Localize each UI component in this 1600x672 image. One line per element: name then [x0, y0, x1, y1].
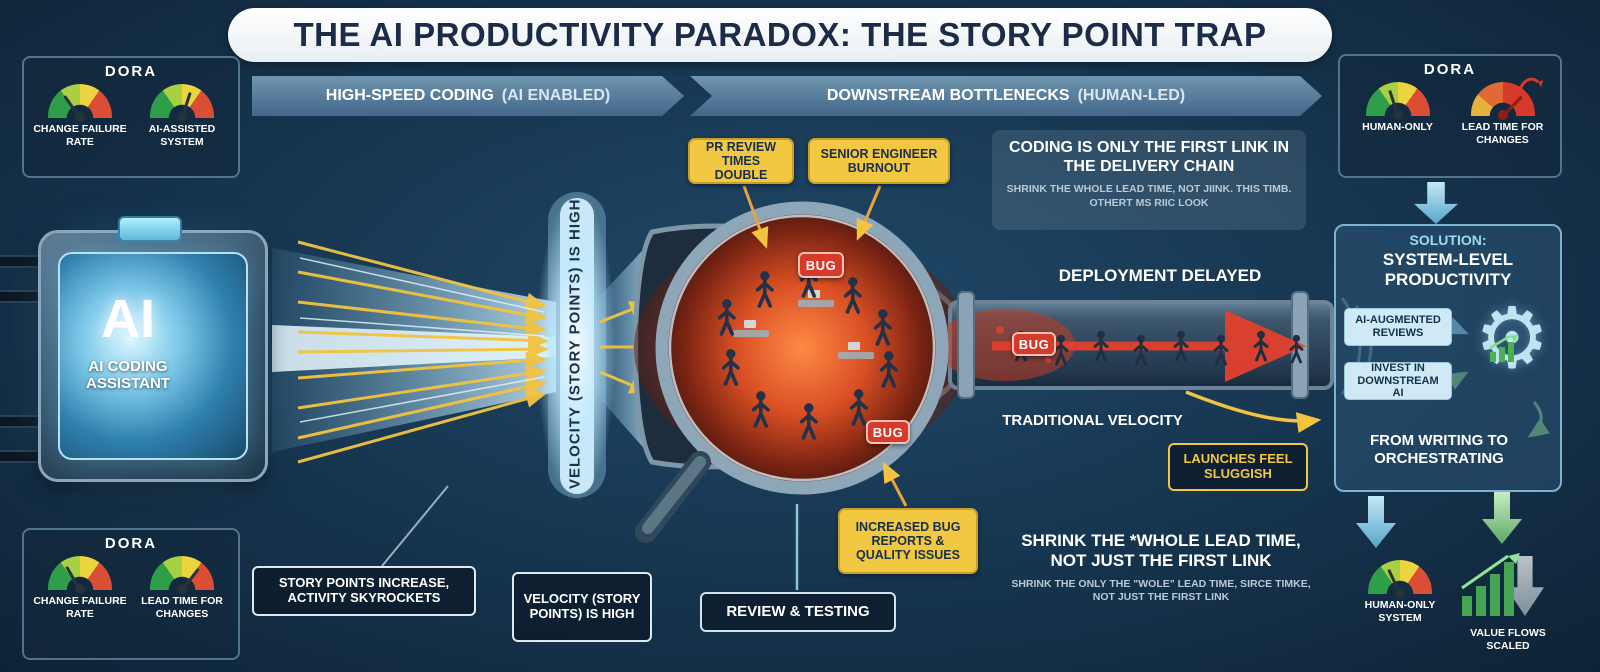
- dora-panel-top-left: DORA CHANGE FAILURE RATE AI-ASSISTED SYS…: [22, 56, 240, 178]
- callout-pr-review: PR REVIEW TIMES DOUBLE: [688, 138, 794, 184]
- bug-badge: BUG: [798, 252, 844, 278]
- shrink-subtext: SHRINK THE ONLY THE "WOLE" LEAD TIME, SI…: [1011, 578, 1311, 604]
- solution-kicker: SOLUTION:: [1409, 232, 1487, 248]
- solution-chip-ai-augmented-reviews: AI-AUGMENTED REVIEWS: [1344, 308, 1452, 346]
- ai-assistant-screen: [58, 252, 248, 460]
- first-link-headline: CODING IS ONLY THE FIRST LINK IN THE DEL…: [1008, 139, 1290, 176]
- gauge-ai-assisted-system: AI-ASSISTED SYSTEM: [132, 84, 232, 148]
- bug-badge: BUG: [1012, 332, 1056, 356]
- gauge-change-failure-rate: CHANGE FAILURE RATE: [30, 556, 130, 620]
- value-flows-chart-icon: [1461, 553, 1520, 616]
- page-title: THE AI PRODUCTIVITY PARADOX: THE STORY P…: [293, 16, 1267, 53]
- velocity-vertical-label: VELOCITY (STORY POINTS) IS HIGH: [566, 198, 584, 490]
- gauge-human-only: HUMAN-ONLY: [1348, 82, 1448, 134]
- gauge-lead-time-for-changes: LEAD TIME FOR CHANGES: [1453, 77, 1553, 146]
- first-link-subtext: SHRINK THE WHOLE LEAD TIME, NOT JIINK. T…: [1006, 183, 1292, 209]
- value-flows-label: VALUE FLOWS SCALED: [1470, 627, 1546, 652]
- banner-right-label: DOWNSTREAM BOTTLENECKS: [826, 87, 1070, 104]
- solution-chip-invest-downstream-ai: INVEST IN DOWNSTREAM AI: [1344, 362, 1452, 400]
- title-band: THE AI PRODUCTIVITY PARADOX: THE STORY P…: [228, 8, 1332, 62]
- launches-sluggish-box: LAUNCHES FEEL SLUGGISH: [1168, 443, 1308, 491]
- solution-title: SYSTEM-LEVEL PRODUCTIVITY: [1382, 250, 1514, 290]
- bug-badge: BUG: [866, 420, 910, 444]
- dora-title: DORA: [1423, 61, 1477, 78]
- gauge-dial-icon: [1470, 77, 1543, 120]
- gauge-dial-icon: [1368, 560, 1432, 598]
- shrink-headline: SHRINK THE *WHOLE LEAD TIME, NOT JUST TH…: [1021, 531, 1301, 571]
- ai-assistant-label: AI CODING ASSISTANT: [86, 358, 170, 393]
- gauge-dial-icon: [48, 556, 112, 594]
- gauge-dial-icon: [150, 84, 214, 122]
- banner-left-note: (AI ENABLED): [501, 87, 611, 104]
- trend-arrow-icon: [1518, 77, 1543, 90]
- chip-icon: [118, 216, 182, 242]
- gauge-dial-icon: [150, 556, 214, 594]
- banner-downstream-bottlenecks: DOWNSTREAM BOTTLENECKS (HUMAN-LED): [690, 76, 1322, 116]
- dora-title: DORA: [104, 535, 158, 552]
- traditional-velocity-label: TRADITIONAL VELOCITY: [1002, 412, 1183, 429]
- story-points-box: STORY POINTS INCREASE, ACTIVITY SKYROCKE…: [252, 566, 476, 616]
- callout-bug-reports: INCREASED BUG REPORTS & QUALITY ISSUES: [838, 508, 978, 574]
- gauge-human-only-system: HUMAN-ONLY SYSTEM: [1352, 560, 1448, 624]
- deployment-delayed-label: DEPLOYMENT DELAYED: [1058, 266, 1262, 285]
- gauge-lead-time-for-changes: LEAD TIME FOR CHANGES: [132, 556, 232, 620]
- ai-logo: AI: [101, 289, 155, 349]
- gauge-dial-icon: [48, 84, 112, 122]
- first-link-message: CODING IS ONLY THE FIRST LINK IN THE DEL…: [992, 130, 1306, 230]
- gauge-dial-icon: [1365, 82, 1430, 120]
- growth-chart-icon: [1489, 334, 1518, 362]
- review-testing-box: REVIEW & TESTING: [700, 592, 896, 632]
- dora-panel-bottom-left: DORA CHANGE FAILURE RATE LEAD TIME FOR C…: [22, 528, 240, 660]
- solution-panel: [1334, 224, 1562, 492]
- gauge-change-failure-rate: CHANGE FAILURE RATE: [30, 84, 130, 148]
- callout-burnout: SENIOR ENGINEER BURNOUT: [808, 138, 950, 184]
- dora-panel-top-right: DORA HUMAN-ONLY LEAD TIME FOR CHANGES: [1338, 54, 1562, 178]
- velocity-box: VELOCITY (STORY POINTS) IS HIGH: [512, 572, 652, 642]
- banner-high-speed-coding: HIGH-SPEED CODING (AI ENABLED): [252, 76, 684, 116]
- banner-left-label: HIGH-SPEED CODING: [325, 87, 494, 104]
- banner-right-note: (HUMAN-LED): [1077, 87, 1186, 104]
- dora-title: DORA: [104, 63, 158, 80]
- solution-footer: FROM WRITING TO ORCHESTRATING: [1369, 432, 1509, 467]
